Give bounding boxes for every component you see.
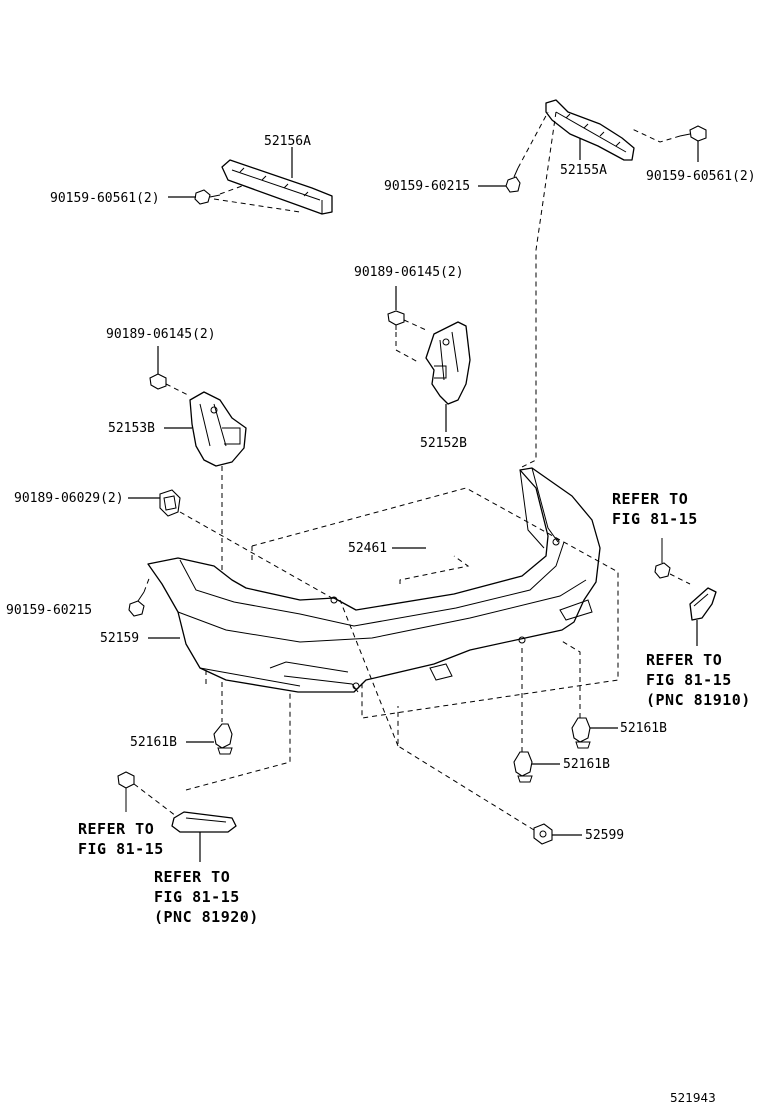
dash-52161B-right1 <box>559 639 581 718</box>
clip-52161B-left[interactable] <box>213 723 233 755</box>
reflector-left[interactable] <box>171 811 237 833</box>
retainer-52156A[interactable] <box>221 159 333 215</box>
ref-bottom-left-line1: REFER TO <box>78 820 154 838</box>
bracket-52153B[interactable] <box>189 391 247 467</box>
ref-mid-right-line2: FIG 81-15 <box>646 671 732 689</box>
label-90159-60215-top: 90159-60215 <box>384 179 470 194</box>
ref-bottom-center-line1: REFER TO <box>154 868 230 886</box>
clip-52599[interactable] <box>533 823 553 845</box>
dash-reflector-left <box>133 692 291 817</box>
reflector-right[interactable] <box>689 587 717 621</box>
bolt-90159-60215-top[interactable] <box>505 167 521 193</box>
label-90189-06029: 90189-06029(2) <box>14 491 124 506</box>
label-90159-60561-left: 90159-60561(2) <box>50 191 160 206</box>
ref-mid-right-line3: (PNC 81910) <box>646 691 751 709</box>
dash-52153B <box>165 383 191 397</box>
label-90159-60561-right: 90159-60561(2) <box>646 169 756 184</box>
bolt-90159-60561-right[interactable] <box>679 125 707 142</box>
dash-52155A-bumper <box>519 111 557 469</box>
label-52159: 52159 <box>100 631 139 646</box>
retainer-52155A[interactable] <box>545 99 635 161</box>
bolt-90159-60215-left[interactable] <box>128 591 145 617</box>
label-52461: 52461 <box>348 541 387 556</box>
bolt-90189-06145-center[interactable] <box>387 310 405 330</box>
label-90189-06145-center: 90189-06145(2) <box>354 265 464 280</box>
ref-bottom-center-line3: (PNC 81920) <box>154 908 259 926</box>
label-90189-06145-left: 90189-06145(2) <box>106 327 216 342</box>
screw-right-reflector[interactable] <box>654 538 671 579</box>
ref-bottom-center-line2: FIG 81-15 <box>154 888 240 906</box>
dash-52155A-right <box>629 127 681 143</box>
bolt-90159-60561-left[interactable] <box>194 189 221 205</box>
label-52161B-right2: 52161B <box>563 757 610 772</box>
dash-52461-box <box>399 555 470 584</box>
label-52153B: 52153B <box>108 421 155 436</box>
screw-left-reflector[interactable] <box>117 771 135 812</box>
dash-52599 <box>339 599 535 831</box>
label-52161B-right1: 52161B <box>620 721 667 736</box>
dash-90189-06029 <box>179 511 333 599</box>
label-90159-60215-left: 90159-60215 <box>6 603 92 618</box>
clip-52161B-right2[interactable] <box>513 751 533 783</box>
dash-52156A <box>213 185 301 213</box>
ref-mid-right-line1: REFER TO <box>646 651 722 669</box>
ref-top-right-line1: REFER TO <box>612 490 688 508</box>
label-52152B: 52152B <box>420 436 467 451</box>
ref-bottom-left-line2: FIG 81-15 <box>78 840 164 858</box>
ref-top-right-line2: FIG 81-15 <box>612 510 698 528</box>
dash-reflector-right <box>669 573 691 585</box>
dash-52155A-left <box>517 111 549 169</box>
label-52156A: 52156A <box>264 134 311 149</box>
dash-bumper-box-left <box>205 546 253 684</box>
clip-52161B-right1[interactable] <box>571 717 591 749</box>
dash-90159-60215-left <box>143 575 151 593</box>
label-52599: 52599 <box>585 828 624 843</box>
label-52161B-left: 52161B <box>130 735 177 750</box>
dash-52152B <box>395 319 427 363</box>
label-52155A: 52155A <box>560 163 607 178</box>
dash-bumper-box <box>251 487 619 719</box>
bumper-cover-52159[interactable] <box>147 467 601 693</box>
bracket-52152B[interactable] <box>425 321 471 405</box>
clip-90189-06029[interactable] <box>159 489 181 517</box>
bolt-90189-06145-left[interactable] <box>149 373 167 390</box>
figure-number: 521943 <box>670 1091 716 1105</box>
